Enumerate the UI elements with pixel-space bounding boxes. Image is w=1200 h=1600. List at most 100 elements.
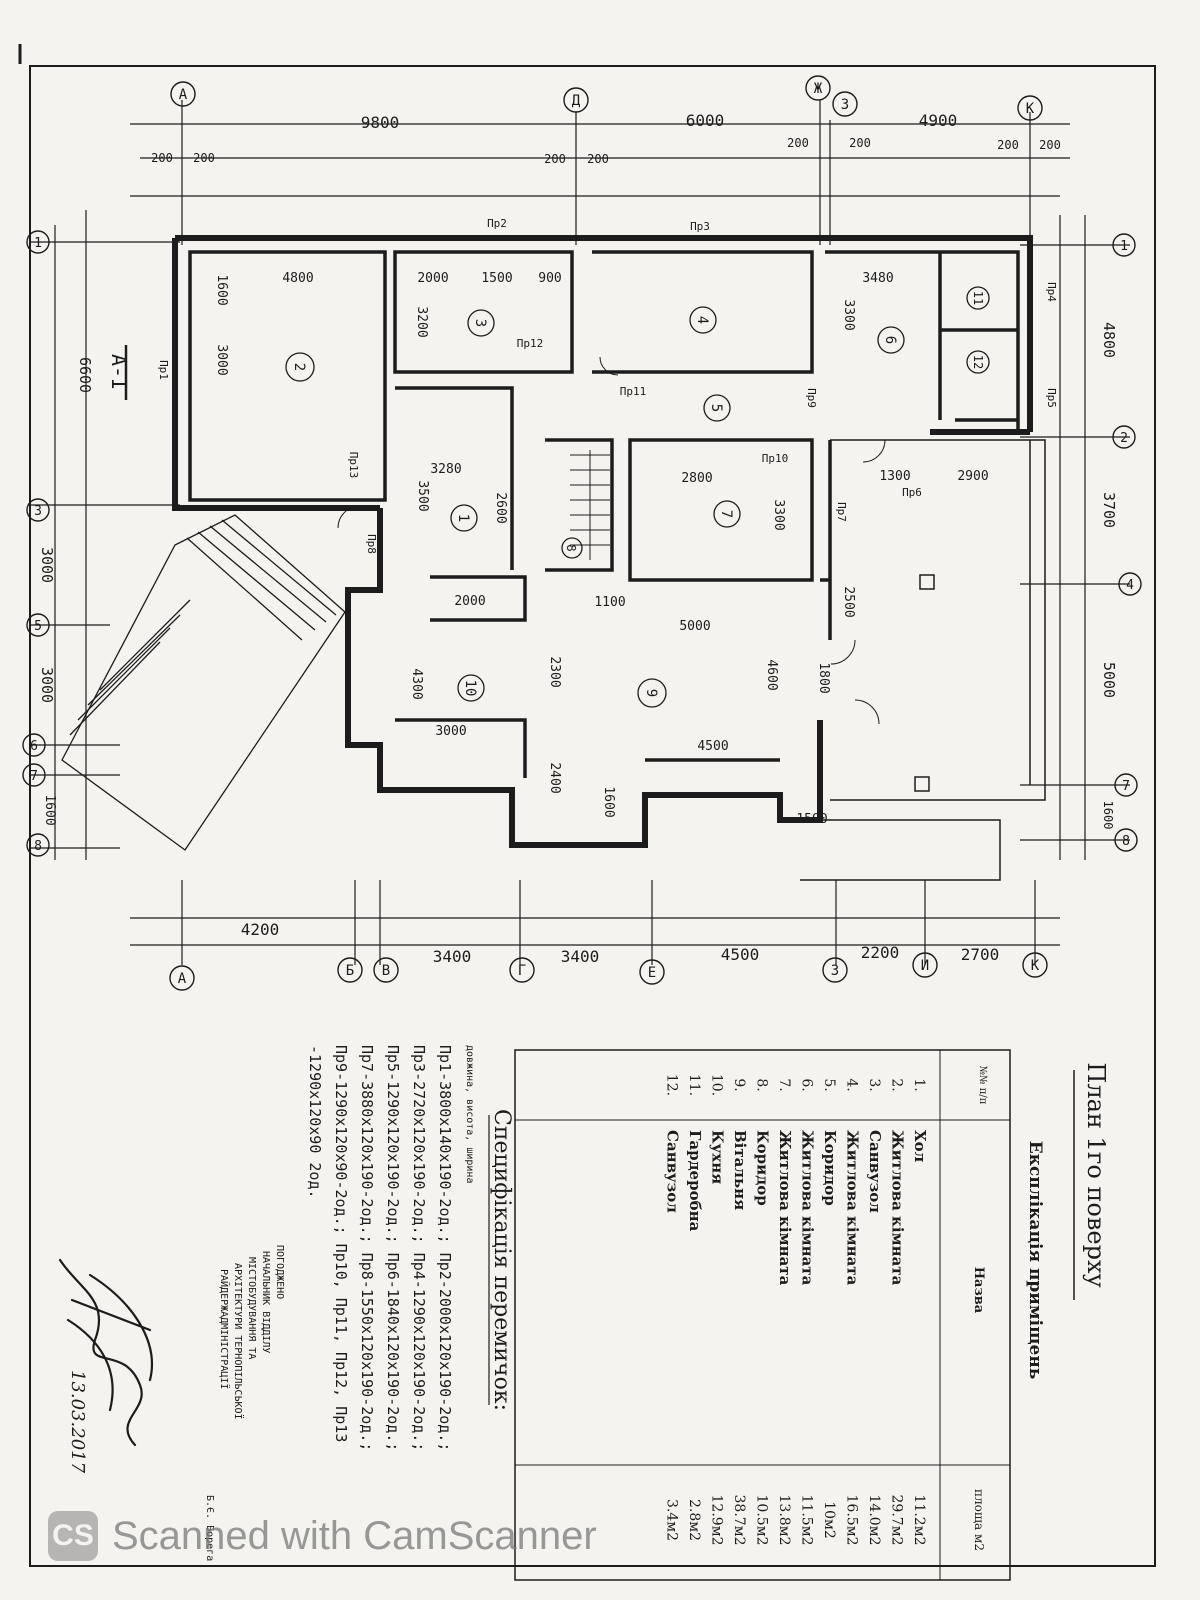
axis-top-k: К: [1026, 101, 1035, 117]
axis-top-zh: Ж: [814, 81, 823, 97]
lintel-9: Пр9: [805, 388, 818, 408]
wall-mark-top-zh-l: 200: [787, 136, 809, 150]
inner-dim: 1100: [594, 595, 625, 610]
explication-row-name: Хол: [911, 1130, 929, 1163]
room-number-8: 8: [564, 544, 578, 551]
inner-dim: 4800: [282, 271, 313, 286]
explication-row-name: Коридор: [821, 1130, 839, 1206]
lintel-2: Пр2: [487, 217, 507, 230]
room-number-2: 2: [291, 363, 307, 371]
inner-dim: 5000: [679, 619, 710, 634]
explication-title: Експлікація приміщень: [1025, 1141, 1045, 1380]
explication-row-num: 3.: [866, 1078, 882, 1091]
axis-bottom-e: Е: [648, 965, 656, 981]
room-number-9: 9: [643, 689, 659, 697]
explication-row-name: Житлова кімната: [889, 1130, 907, 1286]
inner-dim: 2400: [547, 762, 562, 793]
stamp-line: РАЙДЕРЖАДМІНІСТРАЦІЇ: [218, 1269, 231, 1389]
inner-dim: 1500: [481, 271, 512, 286]
room-bubbles: [285, 286, 990, 708]
explication-row-num: 6.: [799, 1078, 815, 1091]
section-mark-label: А-І: [107, 354, 131, 390]
inner-dim: 2800: [681, 471, 712, 486]
inner-dim: 2300: [547, 656, 562, 687]
dim-right-2: 3700: [1100, 492, 1118, 528]
axis-bubbles-right: [1112, 233, 1142, 852]
explication-row-num: 8.: [754, 1078, 770, 1091]
lintel-3: Пр3: [690, 220, 710, 233]
explication-row-num: 7.: [776, 1078, 792, 1091]
explication-row-name: Санвузол: [664, 1130, 682, 1213]
watermark-text: Scanned with CamScanner: [112, 1513, 597, 1558]
dim-right-3: 5000: [1100, 662, 1118, 698]
dim-right-1: 4800: [1100, 322, 1118, 358]
explication-header-name: Назва: [971, 1267, 986, 1314]
room-number-12: 12: [971, 355, 985, 369]
explication-row-name: Коридор: [754, 1130, 772, 1206]
left-dimension-chain: [30, 210, 180, 860]
dim-bottom-2: 3400: [433, 947, 472, 966]
axis-bubbles-bottom: [169, 952, 1048, 991]
axis-bottom-a: А: [178, 971, 187, 987]
wall-mark-top-zh-r: 200: [849, 136, 871, 150]
explication-row-num: 10.: [709, 1074, 725, 1096]
specification-line: Пр7-3880х120х190-2од.; Пр8-1550х120х190-…: [358, 1045, 376, 1451]
inner-dim: 1600: [601, 786, 616, 817]
inner-dim: 3500: [415, 480, 430, 511]
axis-bottom-i: И: [921, 958, 929, 974]
signature-date: 13.03.2017: [67, 1370, 88, 1474]
inner-dim: 2500: [841, 586, 856, 617]
camscanner-watermark: CS Scanned with CamScanner: [48, 1508, 597, 1564]
dim-top-1: 9800: [361, 113, 400, 132]
inner-dim: 3300: [771, 499, 786, 530]
dim-bottom-3: 3400: [561, 947, 600, 966]
inner-dim: 1500: [796, 812, 827, 827]
inner-dim: 2600: [493, 492, 508, 523]
stamp-line: НАЧАЛЬНИК ВІДДІЛУ: [260, 1251, 271, 1353]
top-dimension-chain: [130, 100, 1070, 245]
explication-row-area: 29.7м2: [889, 1495, 905, 1546]
room-number-1: 1: [455, 514, 471, 522]
camscanner-icon: CS: [48, 1511, 98, 1561]
axis-left-1: 1: [34, 236, 42, 251]
interior-stair: [570, 450, 610, 560]
explication-row-area: 11.5м2: [799, 1495, 815, 1546]
bottom-dimension-chain: [130, 880, 1060, 965]
lintel-7: Пр7: [835, 502, 848, 522]
room-number-10: 10: [462, 680, 478, 697]
wall-mark-top-l: 200: [151, 151, 173, 165]
lintel-1: Пр1: [157, 360, 170, 380]
stamp-line: МІСТОБУДУВАННЯ ТА: [246, 1257, 257, 1359]
inner-dim: 900: [538, 271, 561, 286]
axis-left-6: 6: [30, 739, 38, 754]
explication-row-area: 3.4м2: [664, 1499, 680, 1541]
axis-bubbles-top: [170, 75, 1043, 121]
explication-row-area: 2.8м2: [686, 1499, 702, 1541]
building-walls: [172, 235, 1033, 848]
room-number-5: 5: [708, 404, 724, 412]
specification-subtitle: довжина, висота, ширина: [464, 1045, 475, 1183]
lintel-10: Пр10: [762, 452, 789, 465]
explication-row-area: 11.2м2: [911, 1495, 927, 1546]
section-mark-left: А-І: [107, 345, 131, 400]
explication-row-num: 2.: [889, 1078, 905, 1091]
explication-row-num: 9.: [731, 1078, 747, 1091]
inner-dim: 1600: [214, 274, 229, 305]
specification-line: Пр9-1290х120х90-2од.; Пр10, Пр11, Пр12, …: [332, 1045, 350, 1442]
inner-dim: 3480: [862, 271, 893, 286]
lintel-13: Пр13: [347, 452, 360, 479]
specification-lines: Пр1-3800х140х190-2од.; Пр2-2000х120х190-…: [306, 1045, 454, 1451]
wall-mark-top-k-l: 200: [997, 138, 1019, 152]
inner-dim: 3280: [430, 462, 461, 477]
specification-title: Специфікація перемичок:: [489, 1109, 514, 1411]
room-number-6: 6: [882, 336, 898, 344]
axis-bottom-k: К: [1031, 958, 1040, 974]
explication-row-name: Житлова кімната: [799, 1130, 817, 1286]
axis-right-4: 4: [1126, 578, 1134, 593]
stamp-line: АРХІТЕКТУРИ ТЕРНОПІЛЬСЬКОЇ: [232, 1263, 245, 1420]
inner-dim: 4600: [764, 659, 779, 690]
explication-row-area: 13.8м2: [776, 1495, 792, 1546]
explication-row-name: Гардеробна: [686, 1130, 704, 1232]
inner-dim: 3000: [435, 724, 466, 739]
